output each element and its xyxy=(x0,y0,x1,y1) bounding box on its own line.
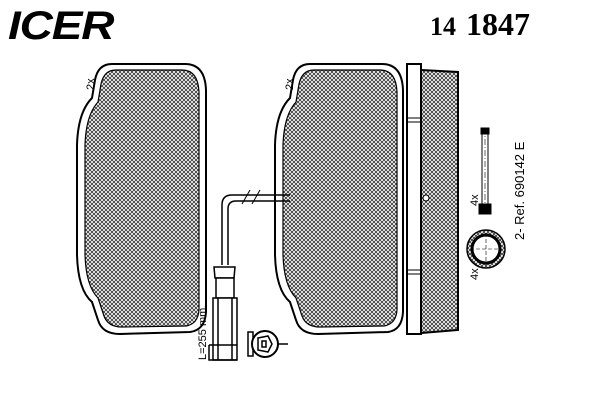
pin-qty: 4x xyxy=(469,194,481,206)
part-number: 14 1847 xyxy=(430,6,530,43)
wear-sensor xyxy=(208,189,290,361)
part-number-main: 1847 xyxy=(466,6,530,42)
bushing-ring xyxy=(466,229,506,269)
brake-pad-right xyxy=(274,63,404,336)
pad-right-qty: 2x xyxy=(284,78,296,90)
ring-qty: 4x xyxy=(469,268,481,280)
brake-pad-left xyxy=(76,63,207,336)
brake-pad-side-view xyxy=(406,63,459,335)
part-number-prefix: 14 xyxy=(430,12,456,41)
brand-logo: ICER xyxy=(8,4,114,48)
pad-left-qty: 2x xyxy=(85,78,97,90)
reference-number: 2- Ref. 690142 E xyxy=(512,141,527,240)
wire-length: L=255 mm. xyxy=(197,305,209,360)
guide-pin xyxy=(478,127,492,215)
